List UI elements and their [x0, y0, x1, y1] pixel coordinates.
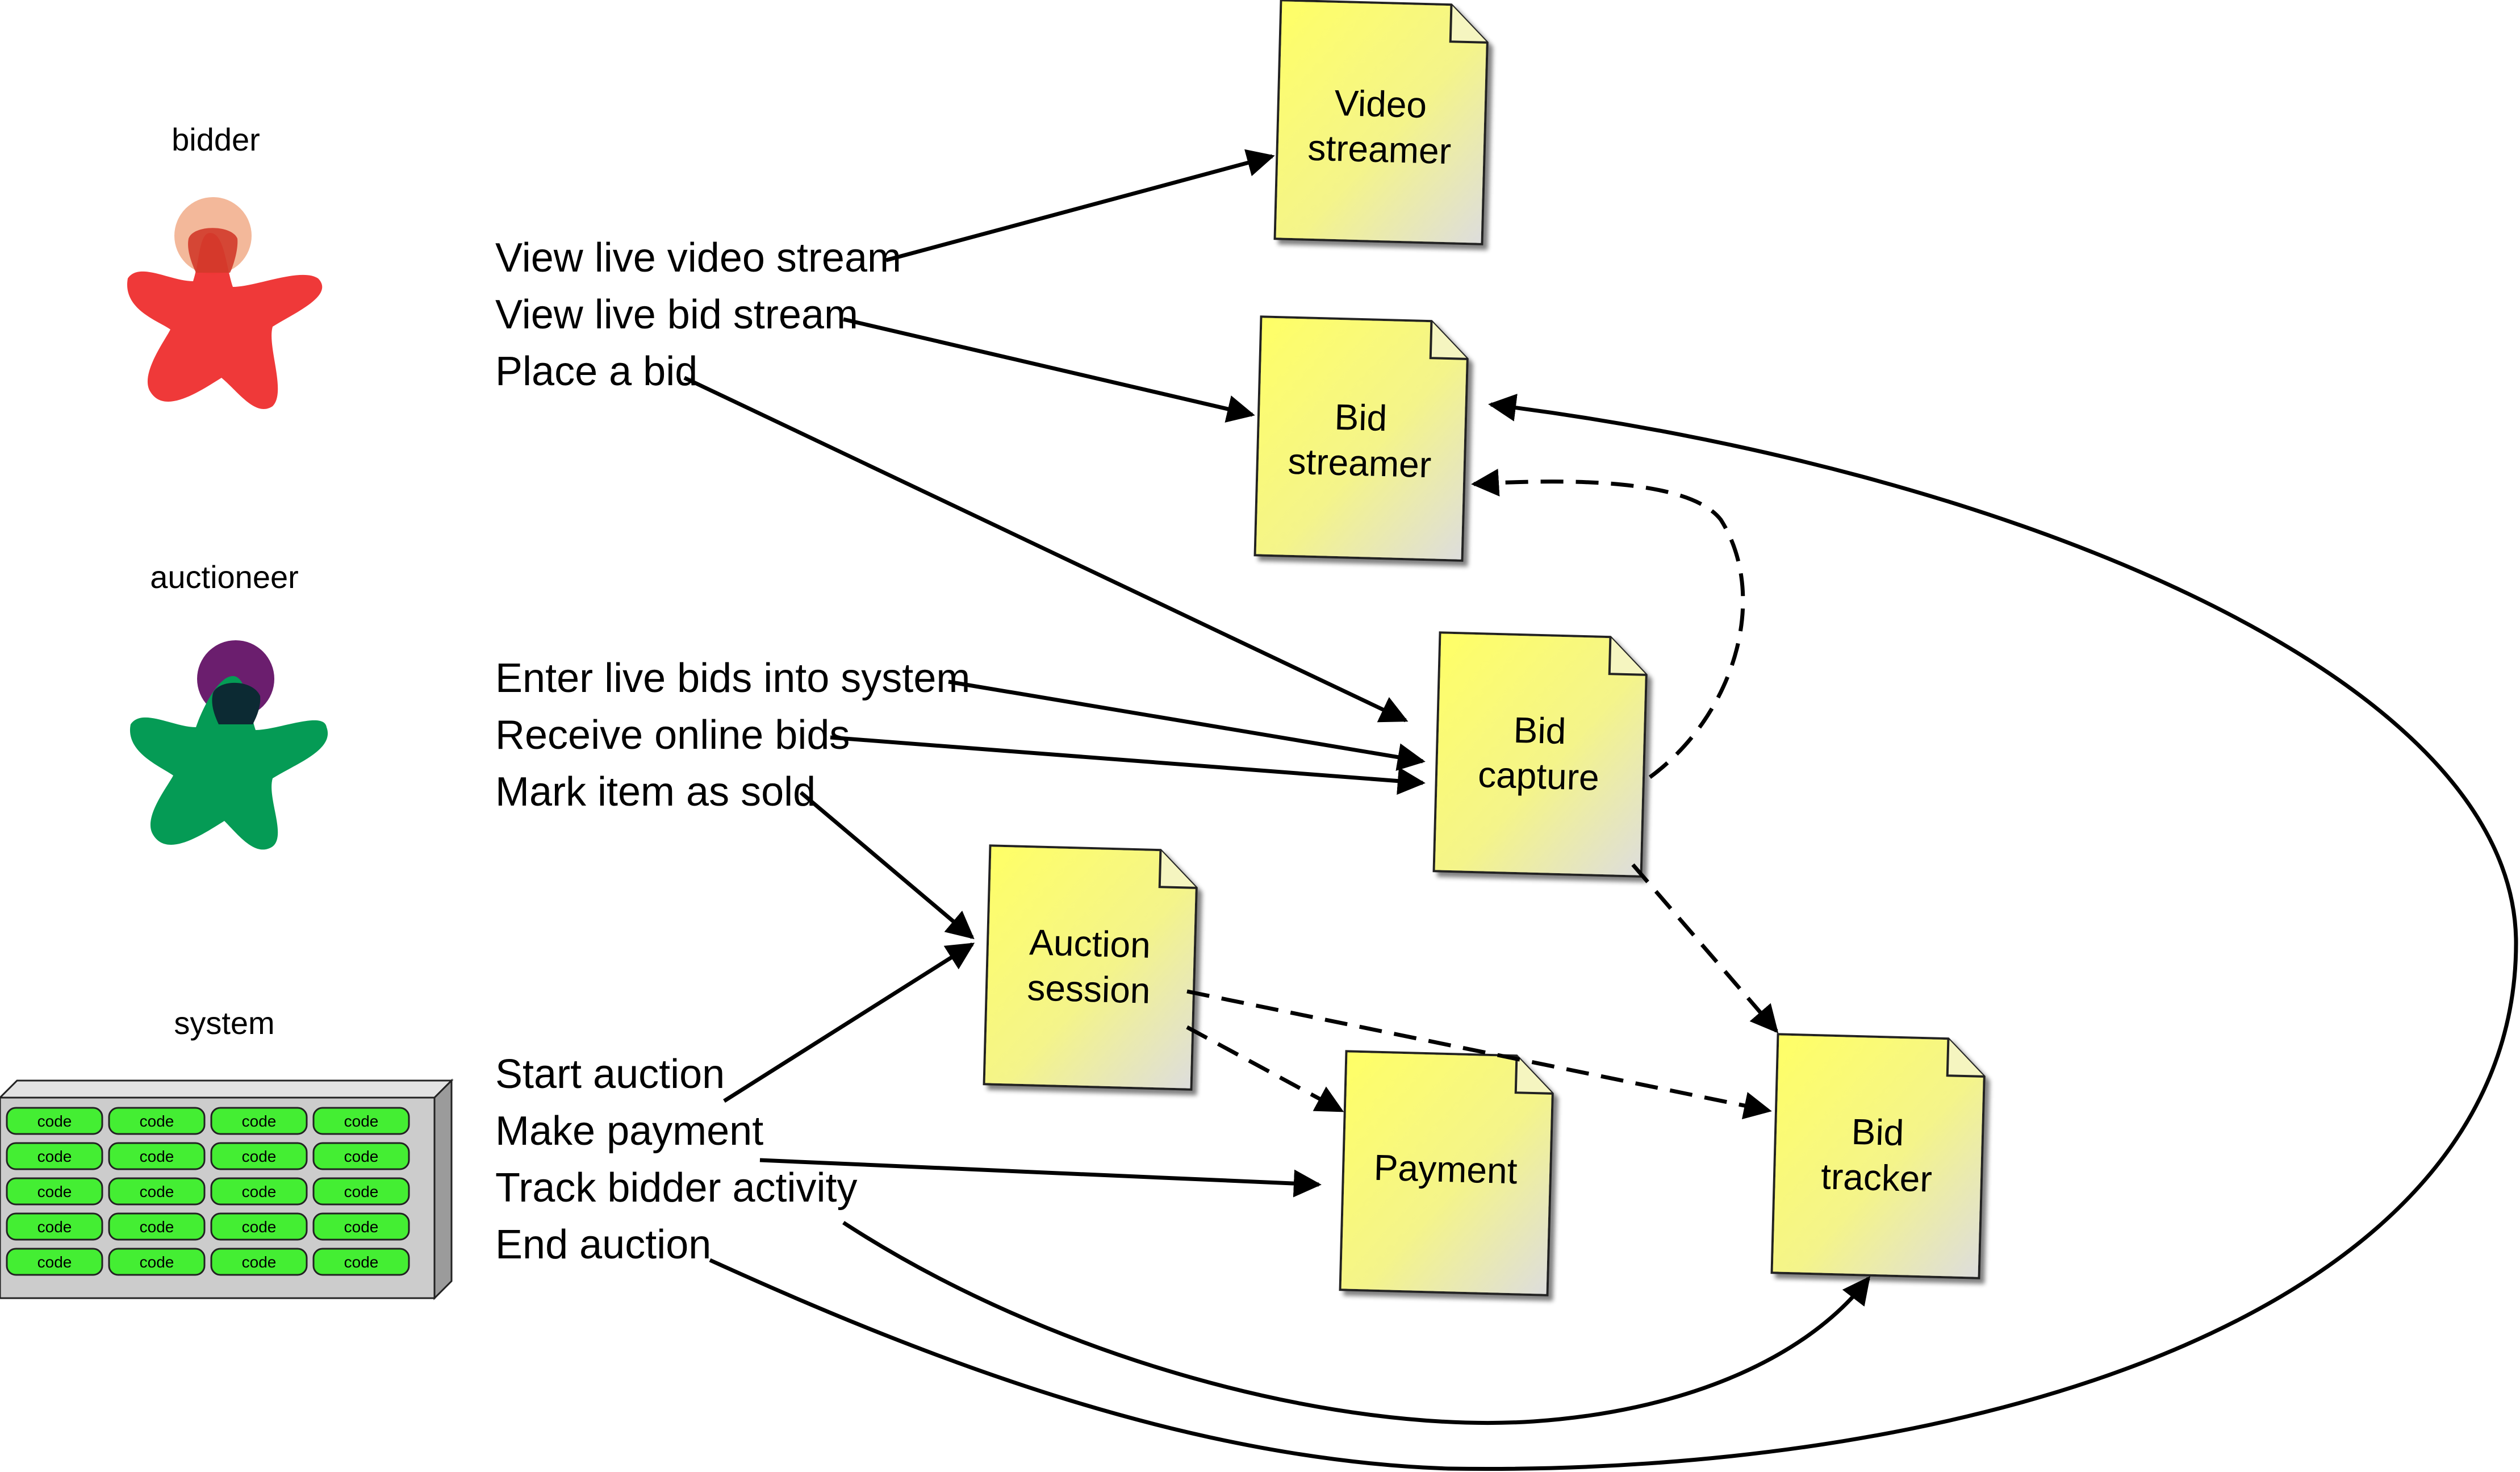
code-cell-label: code	[344, 1112, 379, 1130]
code-cell: code	[6, 1107, 103, 1135]
dashed-arrows	[1186, 468, 1779, 1120]
arrow-capture-to-bid-streamer	[1471, 468, 1745, 779]
code-cell: code	[210, 1107, 308, 1135]
code-cell-label: code	[140, 1148, 174, 1165]
arrow-start-auction	[723, 943, 975, 1103]
code-cell-label: code	[344, 1148, 379, 1165]
action-view-live-video-stream: View live video stream	[495, 235, 901, 281]
payment-line-1: Payment	[1373, 1147, 1518, 1192]
code-cell: code	[210, 1212, 308, 1241]
code-cell: code	[6, 1142, 103, 1170]
code-cell-label: code	[37, 1218, 72, 1236]
code-cell: code	[312, 1248, 410, 1276]
code-cell: code	[108, 1212, 206, 1241]
code-cell-label: code	[37, 1183, 72, 1200]
arrow-video-stream	[885, 149, 1275, 262]
server-rack-icon: code code code code code code code code code code…	[0, 1078, 454, 1300]
code-cell-label: code	[242, 1112, 277, 1130]
code-cell: code	[6, 1248, 103, 1276]
code-cell: code	[210, 1177, 308, 1206]
service-bid-streamer: Bid streamer	[1253, 315, 1469, 562]
code-cell: code	[108, 1177, 206, 1206]
auctioneer-actor: auctioneer	[129, 559, 328, 850]
code-cell-label: code	[140, 1112, 174, 1130]
service-auction-session: Auction session	[983, 844, 1198, 1091]
action-end-auction: End auction	[495, 1222, 711, 1267]
code-cell-label: code	[37, 1253, 72, 1271]
code-cell: code	[312, 1212, 410, 1241]
code-cell: code	[312, 1142, 410, 1170]
auctioneer-label: auctioneer	[150, 559, 299, 595]
auction-session-line-1: Auction	[1029, 921, 1151, 966]
code-cell-label: code	[344, 1218, 379, 1236]
arrow-session-to-payment	[1186, 1025, 1344, 1113]
bidder-figure-icon	[127, 197, 323, 409]
auction-session-line-2: session	[1027, 967, 1151, 1011]
code-cell-label: code	[140, 1183, 174, 1200]
video-streamer-line-2: streamer	[1307, 127, 1452, 172]
bid-capture-line-1: Bid	[1513, 710, 1566, 752]
code-cell: code	[210, 1142, 308, 1170]
service-bid-tracker: Bid tracker	[1770, 1033, 1986, 1279]
action-list: View live video stream View live bid str…	[495, 235, 970, 1267]
bid-streamer-line-1: Bid	[1334, 397, 1388, 439]
code-cell-label: code	[344, 1253, 379, 1271]
code-cell-label: code	[242, 1183, 277, 1200]
action-view-live-bid-stream: View live bid stream	[495, 292, 858, 337]
arrow-receive-online-bids	[830, 735, 1426, 795]
code-cell-label: code	[242, 1148, 277, 1165]
video-streamer-line-1: Video	[1334, 82, 1427, 126]
action-track-bidder-activity: Track bidder activity	[495, 1165, 858, 1211]
code-cell: code	[108, 1248, 206, 1276]
arrow-track-bidder-activity	[842, 1221, 1870, 1425]
code-cell-label: code	[344, 1183, 379, 1200]
bid-streamer-line-2: streamer	[1288, 441, 1432, 486]
arrow-place-bid	[683, 376, 1409, 723]
code-cell: code	[210, 1248, 308, 1276]
code-cell-label: code	[140, 1253, 174, 1271]
arrow-bid-stream	[843, 317, 1255, 423]
service-video-streamer: Video streamer	[1273, 0, 1489, 245]
system-label: system	[174, 1005, 274, 1041]
service-bid-capture: Bid capture	[1432, 631, 1648, 878]
bidder-label: bidder	[172, 122, 260, 157]
bidder-actor: bidder	[127, 122, 323, 409]
action-start-auction: Start auction	[495, 1052, 725, 1097]
arrow-capture-to-tracker	[1631, 863, 1779, 1033]
auctioneer-figure-icon	[129, 640, 328, 850]
solid-arrows	[683, 149, 2518, 1471]
arrow-end-auction	[709, 394, 2518, 1471]
arrow-make-payment	[759, 1158, 1322, 1198]
action-enter-live-bids: Enter live bids into system	[495, 656, 970, 701]
arrow-enter-live-bids	[948, 679, 1426, 771]
code-cell: code	[6, 1177, 103, 1206]
bid-tracker-line-1: Bid	[1851, 1111, 1904, 1153]
action-receive-online-bids: Receive online bids	[495, 712, 850, 758]
arrow-session-to-tracker	[1186, 989, 1772, 1120]
service-payment: Payment	[1339, 1050, 1554, 1296]
code-cell: code	[6, 1212, 103, 1241]
arrow-mark-item-sold	[799, 791, 975, 940]
code-cell: code	[312, 1107, 410, 1135]
code-cell-label: code	[37, 1112, 72, 1130]
code-cell-label: code	[242, 1253, 277, 1271]
action-make-payment: Make payment	[495, 1108, 763, 1154]
action-place-a-bid: Place a bid	[495, 349, 697, 394]
code-cell: code	[108, 1107, 206, 1135]
code-cell-label: code	[37, 1148, 72, 1165]
code-cell: code	[108, 1142, 206, 1170]
code-cell: code	[312, 1177, 410, 1206]
code-cell-label: code	[242, 1218, 277, 1236]
action-mark-item-sold: Mark item as sold	[495, 769, 816, 815]
bid-capture-line-2: capture	[1477, 754, 1599, 798]
code-cell-label: code	[140, 1218, 174, 1236]
bid-tracker-line-2: tracker	[1820, 1156, 1932, 1199]
